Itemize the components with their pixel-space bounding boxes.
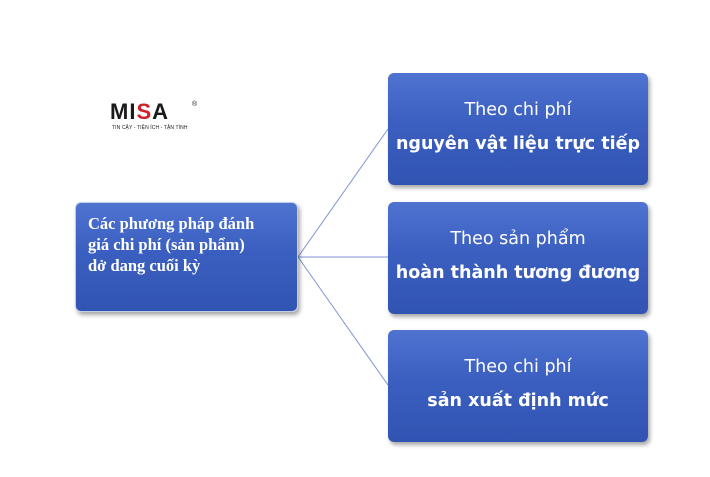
logo-tagline: TIN CẬY - TIỆN ÍCH - TẬN TÌNH <box>112 125 188 131</box>
logo-registered-mark: ® <box>192 101 198 108</box>
method-node-line-2: hoàn thành tương đương <box>395 263 641 283</box>
root-line-1: Các phương pháp đánh <box>88 214 255 233</box>
method-node-line-1: Theo chi phí <box>464 100 572 120</box>
connector-line-3 <box>297 256 389 386</box>
logo-word-post: A <box>152 99 170 124</box>
logo-word-accent: S <box>136 99 153 124</box>
method-node-materials: Theo chi phí nguyên vật liệu trực tiếp <box>388 73 648 185</box>
method-node-line-1: Theo sản phẩm <box>450 229 586 249</box>
method-node-line-2: sản xuất định mức <box>427 391 609 411</box>
method-node-equivalent: Theo sản phẩm hoàn thành tương đương <box>388 202 648 314</box>
root-line-3: dở dang cuối kỳ <box>88 256 201 275</box>
method-node-line-2: nguyên vật liệu trực tiếp <box>395 134 641 154</box>
connector-line-1 <box>297 128 389 258</box>
logo-word-pre: MI <box>110 99 137 124</box>
root-node: Các phương pháp đánh giá chi phí (sản ph… <box>75 202 298 312</box>
root-line-2: giá chi phí (sản phẩm) <box>88 235 245 254</box>
method-node-standard-cost: Theo chi phí sản xuất định mức <box>388 330 648 442</box>
misa-logo: MISA ® TIN CẬY - TIỆN ÍCH - TẬN TÌNH <box>110 100 200 136</box>
logo-wordmark: MISA <box>110 100 169 124</box>
method-node-line-1: Theo chi phí <box>464 357 572 377</box>
